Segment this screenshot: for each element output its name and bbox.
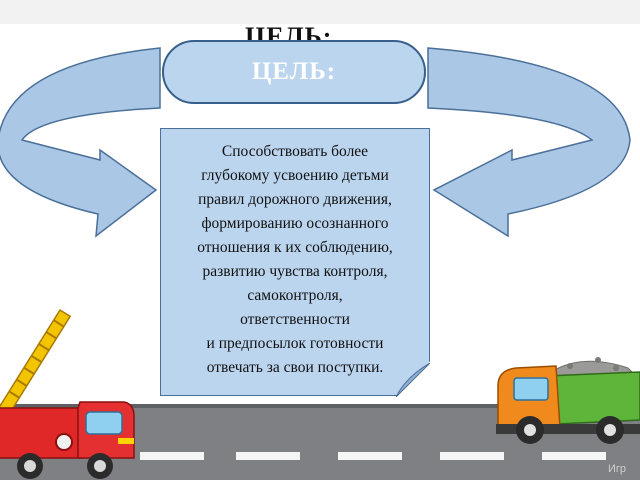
top-band [0,0,640,24]
goal-text-line: правил дорожного движения, [198,191,392,208]
watermark: Игр [608,463,627,475]
goal-text-line: формированию осознанного [201,215,389,232]
dump-truck-icon [496,357,640,444]
road-edge [0,404,640,410]
fire-truck-icon [0,308,135,479]
goal-text-line: и предпосылок готовности [206,335,384,352]
goal-text-line: глубокому усвоению детьми [201,167,389,184]
goal-text-line: отношения к их соблюдению, [197,239,393,256]
curved-arrow-left-icon [0,47,161,238]
goal-oval: ЦЕЛЬ: [162,40,426,104]
page-curl-icon [396,363,430,397]
goal-card [160,128,430,396]
goal-text-line: Способствовать более [221,143,369,160]
lane-marking [440,452,504,460]
lane-marking [236,452,300,460]
curved-arrow-right-icon [427,47,631,238]
lane-marking [542,452,606,460]
goal-text: Способствовать более глубокому усвоению … [160,140,430,380]
lane-marking [140,452,204,460]
goal-text-line: ответственности [240,311,350,328]
goal-text-line: отвечать за свои поступки. [206,359,384,376]
goal-text-line: развитию чувства контроля, [202,263,388,280]
lane-marking [338,452,402,460]
goal-label: ЦЕЛЬ: [251,58,337,85]
goal-text-line: самоконтроля, [247,287,343,304]
